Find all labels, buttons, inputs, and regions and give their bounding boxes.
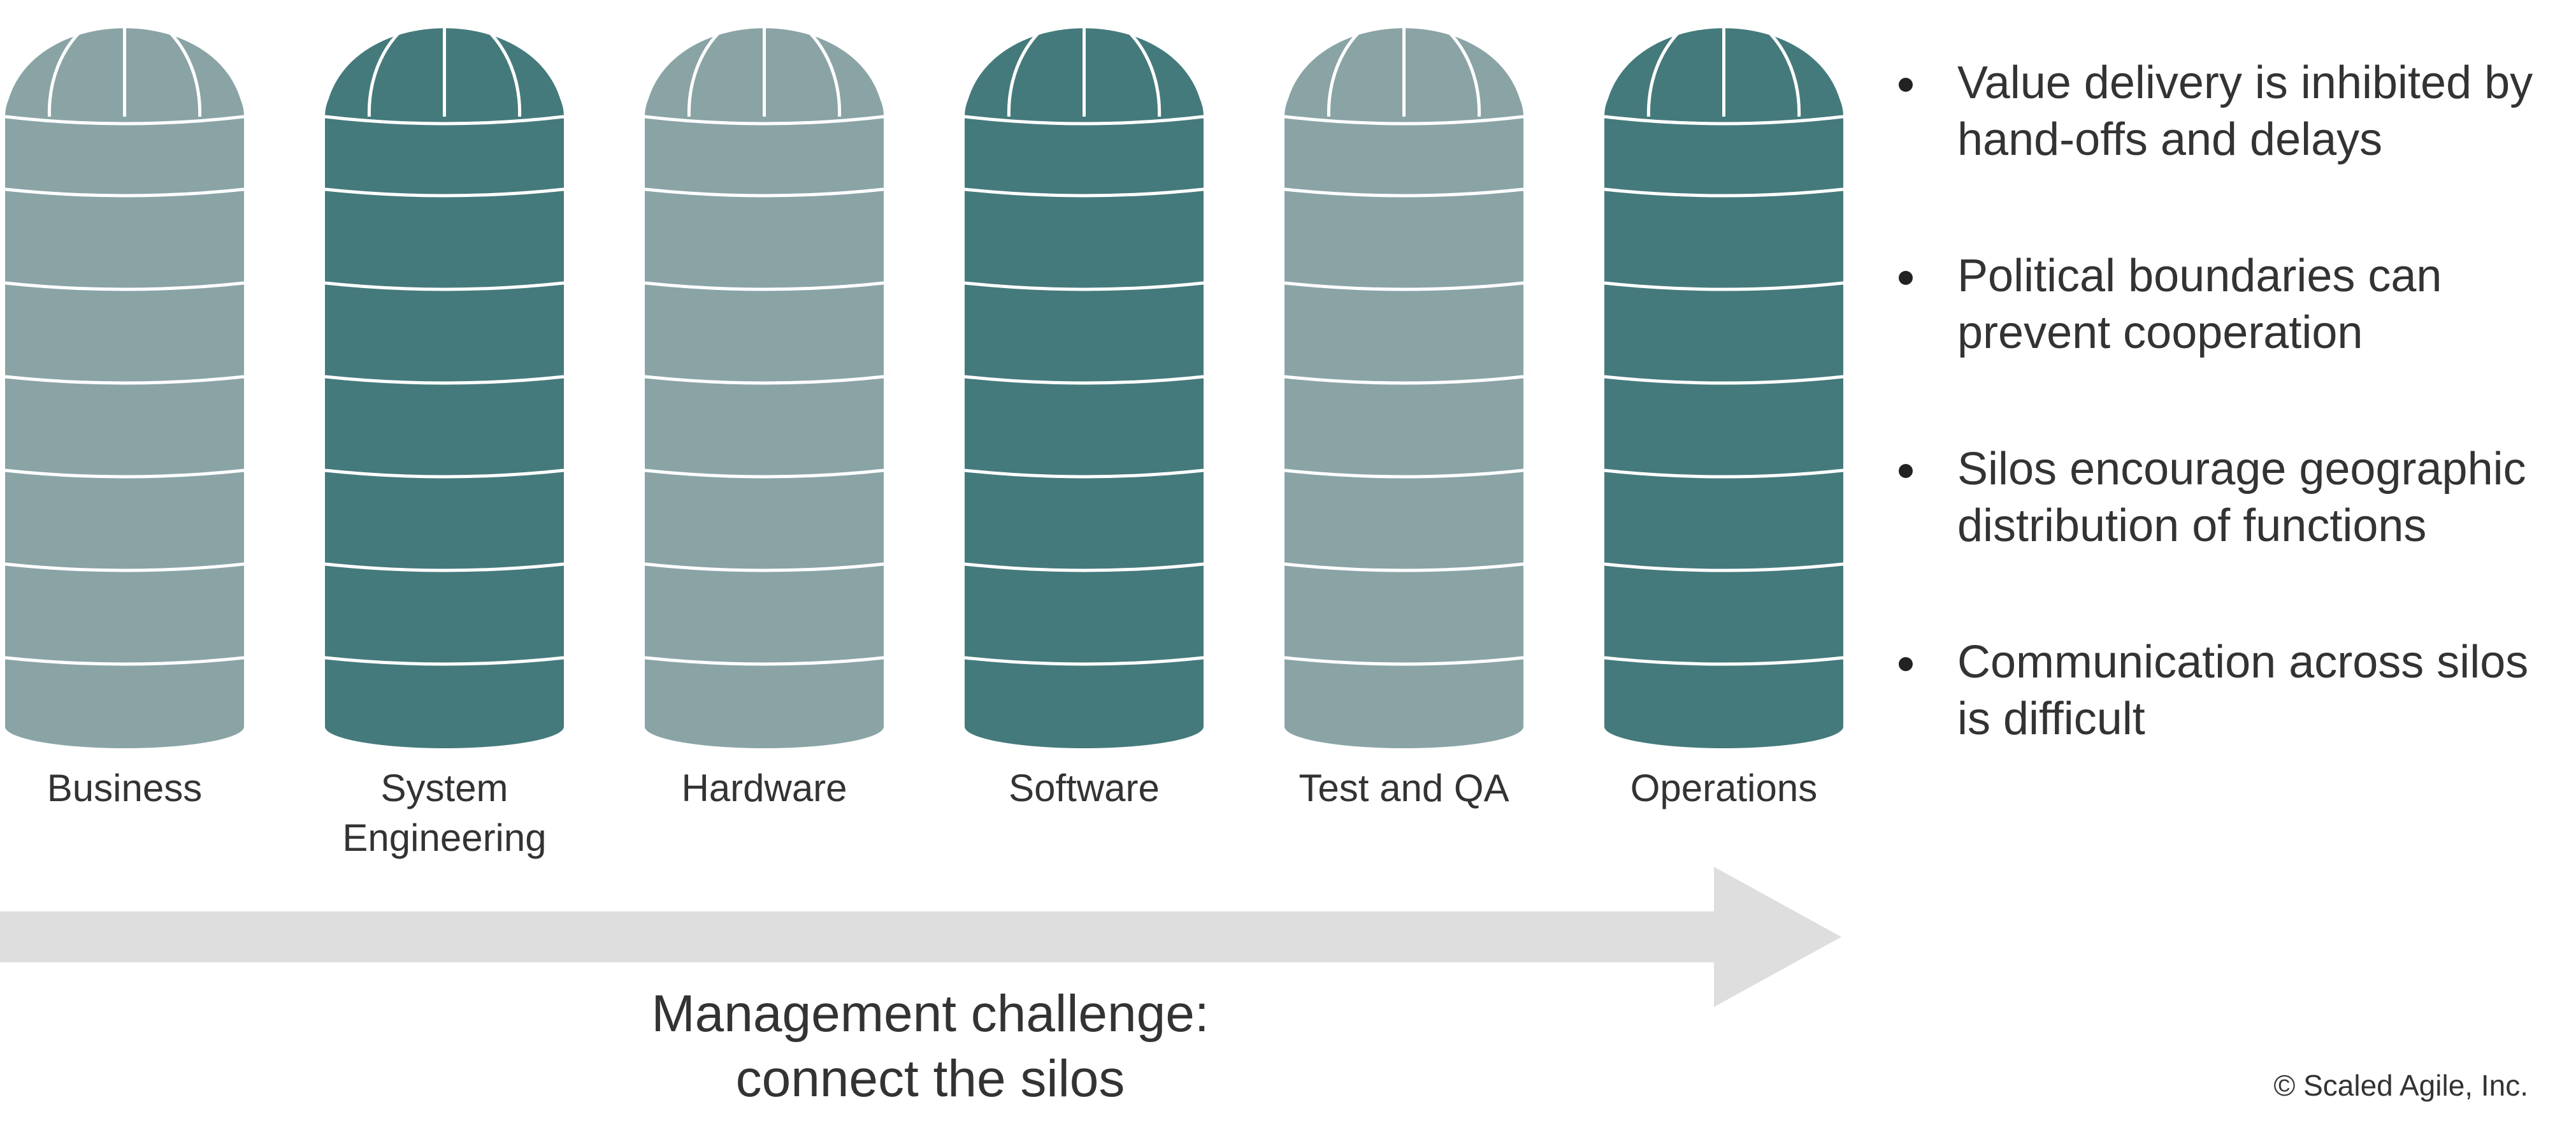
silo-base	[325, 705, 564, 748]
silo-body	[325, 117, 564, 727]
silo-label: Test and QA	[1245, 764, 1564, 813]
bullet-item: Political boundaries can prevent coopera…	[1899, 248, 2574, 361]
silo	[965, 5, 1204, 748]
bullet-text: Value delivery is inhibited by hand-offs…	[1957, 57, 2533, 165]
bullet-list: Value delivery is inhibited by hand-offs…	[1899, 55, 2574, 827]
silo-body	[5, 117, 244, 727]
copyright-notice: © Scaled Agile, Inc.	[2273, 1068, 2528, 1103]
silo-body	[1284, 117, 1523, 727]
bullet-dot-icon	[1899, 78, 1913, 92]
bullet-text: Political boundaries can prevent coopera…	[1957, 250, 2442, 358]
bullet-text: Silos encourage geographic distribution …	[1957, 444, 2526, 551]
silo	[1604, 5, 1843, 748]
silo	[325, 5, 564, 748]
silo-label: Hardware	[605, 764, 924, 813]
silo-body	[645, 117, 884, 727]
silo-base	[1604, 705, 1843, 748]
silo-label: System Engineering	[285, 764, 604, 863]
bullet-text: Communication across silos is difficult	[1957, 637, 2528, 744]
bullet-item: Value delivery is inhibited by hand-offs…	[1899, 55, 2574, 168]
silo	[5, 5, 244, 748]
silo-base	[645, 705, 884, 748]
silo-label: Software	[925, 764, 1244, 813]
bullet-dot-icon	[1899, 464, 1913, 478]
silo-base	[1284, 705, 1523, 748]
bullet-item: Silos encourage geographic distribution …	[1899, 441, 2574, 554]
bullet-dot-icon	[1899, 657, 1913, 671]
silo-body	[1604, 117, 1843, 727]
bullet-item: Communication across silos is difficult	[1899, 634, 2574, 748]
silo	[1284, 5, 1523, 748]
management-challenge-caption: Management challenge: connect the silos	[612, 982, 1249, 1112]
silo-label: Operations	[1565, 764, 1883, 813]
silo-body	[965, 117, 1204, 727]
silo-label: Business	[0, 764, 284, 813]
silo	[645, 5, 884, 748]
bullet-dot-icon	[1899, 271, 1913, 285]
silo-base	[5, 705, 244, 748]
silo-group	[5, 5, 1843, 748]
silo-base	[965, 705, 1204, 748]
